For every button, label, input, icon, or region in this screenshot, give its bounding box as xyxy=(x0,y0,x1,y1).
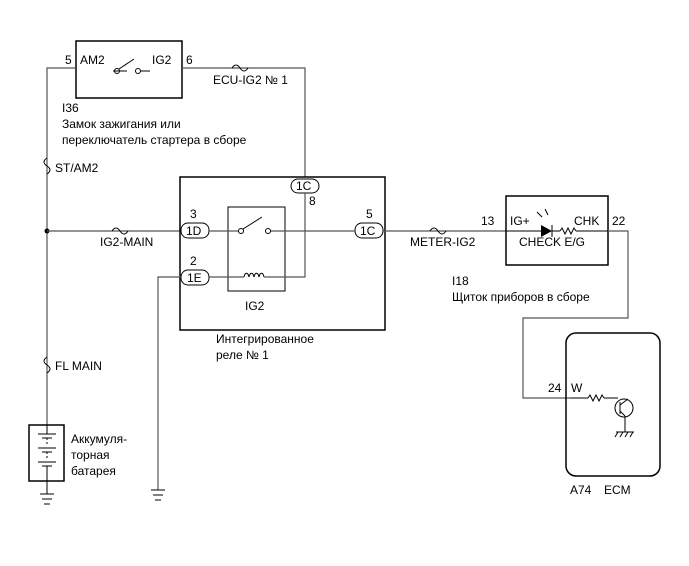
meter-ig-plus-label: IG+ xyxy=(510,214,530,228)
battery-ground-icon xyxy=(40,493,54,505)
fl-main-fuse-label: FL MAIN xyxy=(55,359,102,373)
relay-caption-line1: Интегрированное xyxy=(216,332,314,346)
relay-inner-box xyxy=(227,206,286,292)
switch-contact xyxy=(135,68,141,74)
combination-meter: 13 IG+ CHK 22 CHECK E/G I18 Щиток прибор… xyxy=(452,195,626,304)
relay-switch-contact xyxy=(265,228,271,234)
transistor-emitter xyxy=(619,410,626,417)
meter-ig2-fuse-label: METER-IG2 xyxy=(410,235,476,249)
left-bus-wire xyxy=(46,67,76,425)
fl-main-fuse-icon xyxy=(43,356,51,374)
ig2-main-fuse-label: IG2-MAIN xyxy=(100,235,153,249)
meter-pin-22: 22 xyxy=(612,214,626,228)
ecu-ig2-wire xyxy=(182,67,306,177)
ignition-desc-line1: Замок зажигания или xyxy=(62,117,181,131)
integrated-relay: 1C 8 1D 3 1E 2 1C 5 IG2 Интегрированное … xyxy=(179,176,386,362)
relay-ground-wire xyxy=(157,276,181,490)
st-am2-fuse-icon xyxy=(43,157,51,175)
relay-pin-5: 5 xyxy=(366,207,373,221)
relay-pin-8: 8 xyxy=(309,194,316,208)
ecu-ig2-circuit: ECU-IG2 № 1 xyxy=(182,64,306,177)
meter-check-eg-label: CHECK E/G xyxy=(519,235,585,249)
ignition-code: I36 xyxy=(62,101,79,115)
ignition-switch: 5 AM2 IG2 6 I36 Замок зажигания или пере… xyxy=(62,40,247,147)
ecm-name: ECM xyxy=(604,483,631,497)
switch-pivot xyxy=(114,68,120,74)
battery: Аккумуля- торная батарея xyxy=(28,424,127,505)
battery-label-line1: Аккумуля- xyxy=(71,432,127,446)
st-am2-fuse-label: ST/AM2 xyxy=(55,161,99,175)
ecm-box xyxy=(565,332,661,477)
ignition-pin-6: 6 xyxy=(186,53,193,67)
ecm-resistor-icon xyxy=(587,393,605,403)
relay-coil-icon xyxy=(243,272,265,278)
connector-1c-top-label: 1C xyxy=(296,179,312,193)
chk-to-ecm-wire xyxy=(522,230,629,399)
ecu-ig2-fuse-label: ECU-IG2 № 1 xyxy=(213,73,288,87)
meter-ig2-circuit: METER-IG2 xyxy=(383,227,506,249)
ecm-transistor-icon xyxy=(614,398,634,418)
ecm-ground-icon xyxy=(614,431,634,438)
connector-1d-label: 1D xyxy=(186,224,202,238)
left-bus: ST/AM2 FL MAIN xyxy=(43,67,102,425)
meter-ig2-fuse-icon xyxy=(429,227,447,235)
meter-code: I18 xyxy=(452,274,469,288)
relay-caption-line2: реле № 1 xyxy=(216,348,269,362)
relay-box xyxy=(179,176,386,331)
connector-1e-label: 1E xyxy=(187,271,202,285)
ignition-desc-line2: переключатель стартера в сборе xyxy=(62,133,247,147)
ecm-w-label: W xyxy=(571,381,583,395)
relay-pin-3: 3 xyxy=(190,207,197,221)
battery-label-line2: торная xyxy=(71,448,110,462)
connector-1c-right-label: 1C xyxy=(360,224,376,238)
meter-pin-13: 13 xyxy=(481,214,495,228)
meter-desc: Щиток приборов в сборе xyxy=(452,290,590,304)
ecm-pin-24: 24 xyxy=(548,381,562,395)
check-engine-led-icon xyxy=(541,225,552,237)
relay-pin-2: 2 xyxy=(190,254,197,268)
switch-blade xyxy=(118,58,135,70)
ig2-main-circuit: IG2-MAIN xyxy=(47,227,180,249)
ignition-pin-5: 5 xyxy=(65,53,72,67)
meter-resistor-icon xyxy=(559,226,577,236)
meter-chk-label: CHK xyxy=(574,214,599,228)
ignition-switch-box xyxy=(75,40,183,99)
transistor-collector xyxy=(619,398,629,406)
ecm-unit: 24 W A74 ECM xyxy=(548,332,661,497)
ignition-ig2-label: IG2 xyxy=(152,53,172,67)
ecm-code: A74 xyxy=(570,483,592,497)
relay-switch-pivot xyxy=(238,228,244,234)
relay-coil-out xyxy=(264,193,306,278)
battery-label-line3: батарея xyxy=(71,464,116,478)
led-ray-1 xyxy=(536,211,543,218)
relay-switch-blade xyxy=(242,216,263,230)
relay-inner-label: IG2 xyxy=(245,299,265,313)
led-ray-2 xyxy=(544,208,549,216)
relay-ground-circuit xyxy=(151,276,181,501)
ecu-ig2-fuse-icon xyxy=(231,64,249,72)
relay-ground-icon xyxy=(151,489,165,501)
ignition-am2-label: AM2 xyxy=(80,53,105,67)
ig2-main-fuse-icon xyxy=(111,227,129,235)
